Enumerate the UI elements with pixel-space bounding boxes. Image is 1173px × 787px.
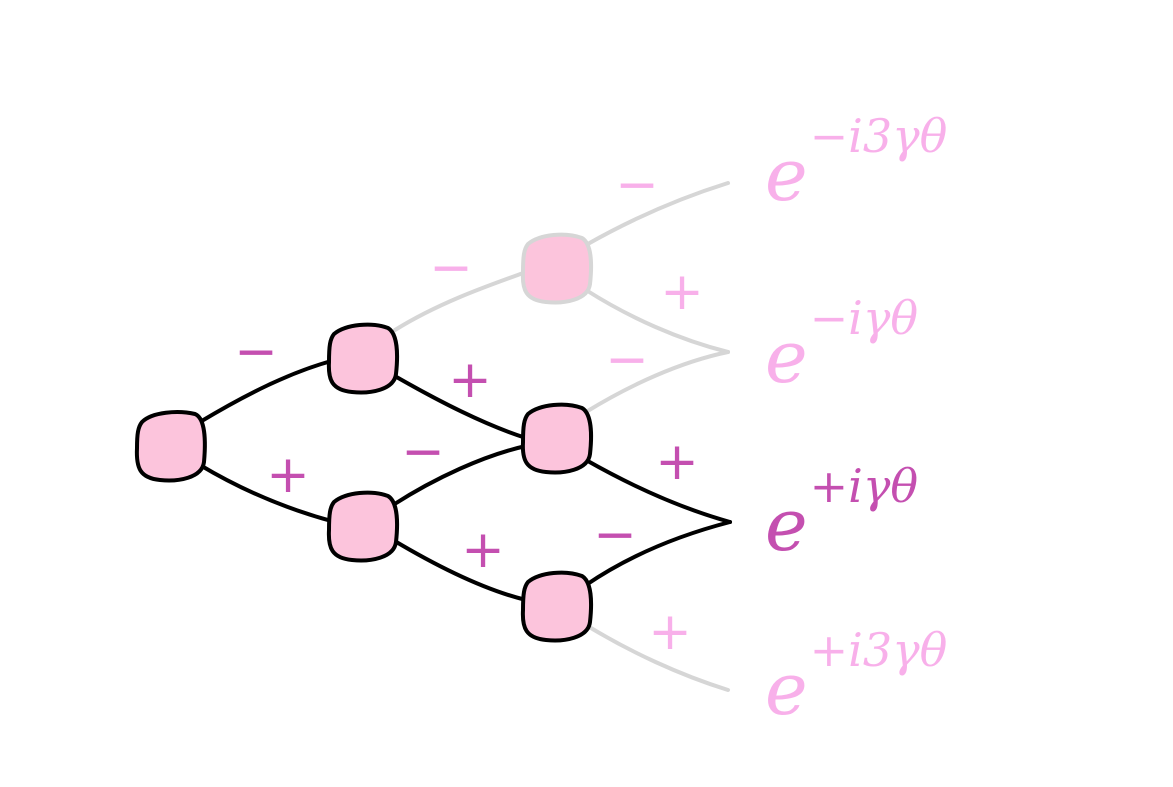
tree-node-level1-upper (326, 322, 399, 395)
edge-n7-out2 (584, 520, 732, 587)
tree-node-level2-bottom (520, 570, 593, 643)
tree-node-level2-middle (520, 402, 593, 475)
edge-n2-n5 (391, 373, 528, 440)
output-expression-3: e+i3γθ (765, 623, 947, 731)
edge-n7-out3 (584, 623, 730, 692)
sign-label-middle-to-output: + (655, 432, 699, 492)
sign-label-top-down: + (660, 262, 704, 322)
output-expression-0: e−i3γθ (765, 109, 947, 217)
edge-n3-n5 (391, 444, 528, 507)
sign-label-upper-to-top: − (429, 238, 473, 298)
sign-label-bottom-down: + (648, 602, 692, 662)
sign-label-root-upper: − (234, 322, 278, 382)
edge-n4-out1 (584, 288, 730, 354)
tree-node-root (134, 410, 207, 483)
edge-n2-n4 (393, 270, 528, 332)
edge-n5-out1 (584, 350, 730, 414)
sign-label-lower-to-bottom: + (461, 520, 505, 580)
sign-label-upper-to-middle: + (448, 350, 492, 410)
tree-node-level2-top (520, 232, 593, 305)
edge-n1-n3 (198, 463, 337, 524)
edge-n5-out2 (584, 458, 732, 524)
output-expression-1: e−iγθ (765, 291, 918, 399)
sign-label-middle-up: − (605, 330, 649, 390)
sign-label-lower-to-middle: − (401, 422, 445, 482)
sign-label-bottom-to-output: − (593, 505, 637, 565)
output-expression-2: e+iγθ (765, 459, 918, 567)
edge-n3-n7 (391, 538, 528, 602)
edge-n1-n2 (198, 358, 337, 424)
sign-label-top-up: − (615, 155, 659, 215)
sign-label-root-lower: + (266, 445, 310, 505)
edge-n4-out0 (584, 181, 730, 247)
tree-node-level1-lower (326, 490, 399, 563)
